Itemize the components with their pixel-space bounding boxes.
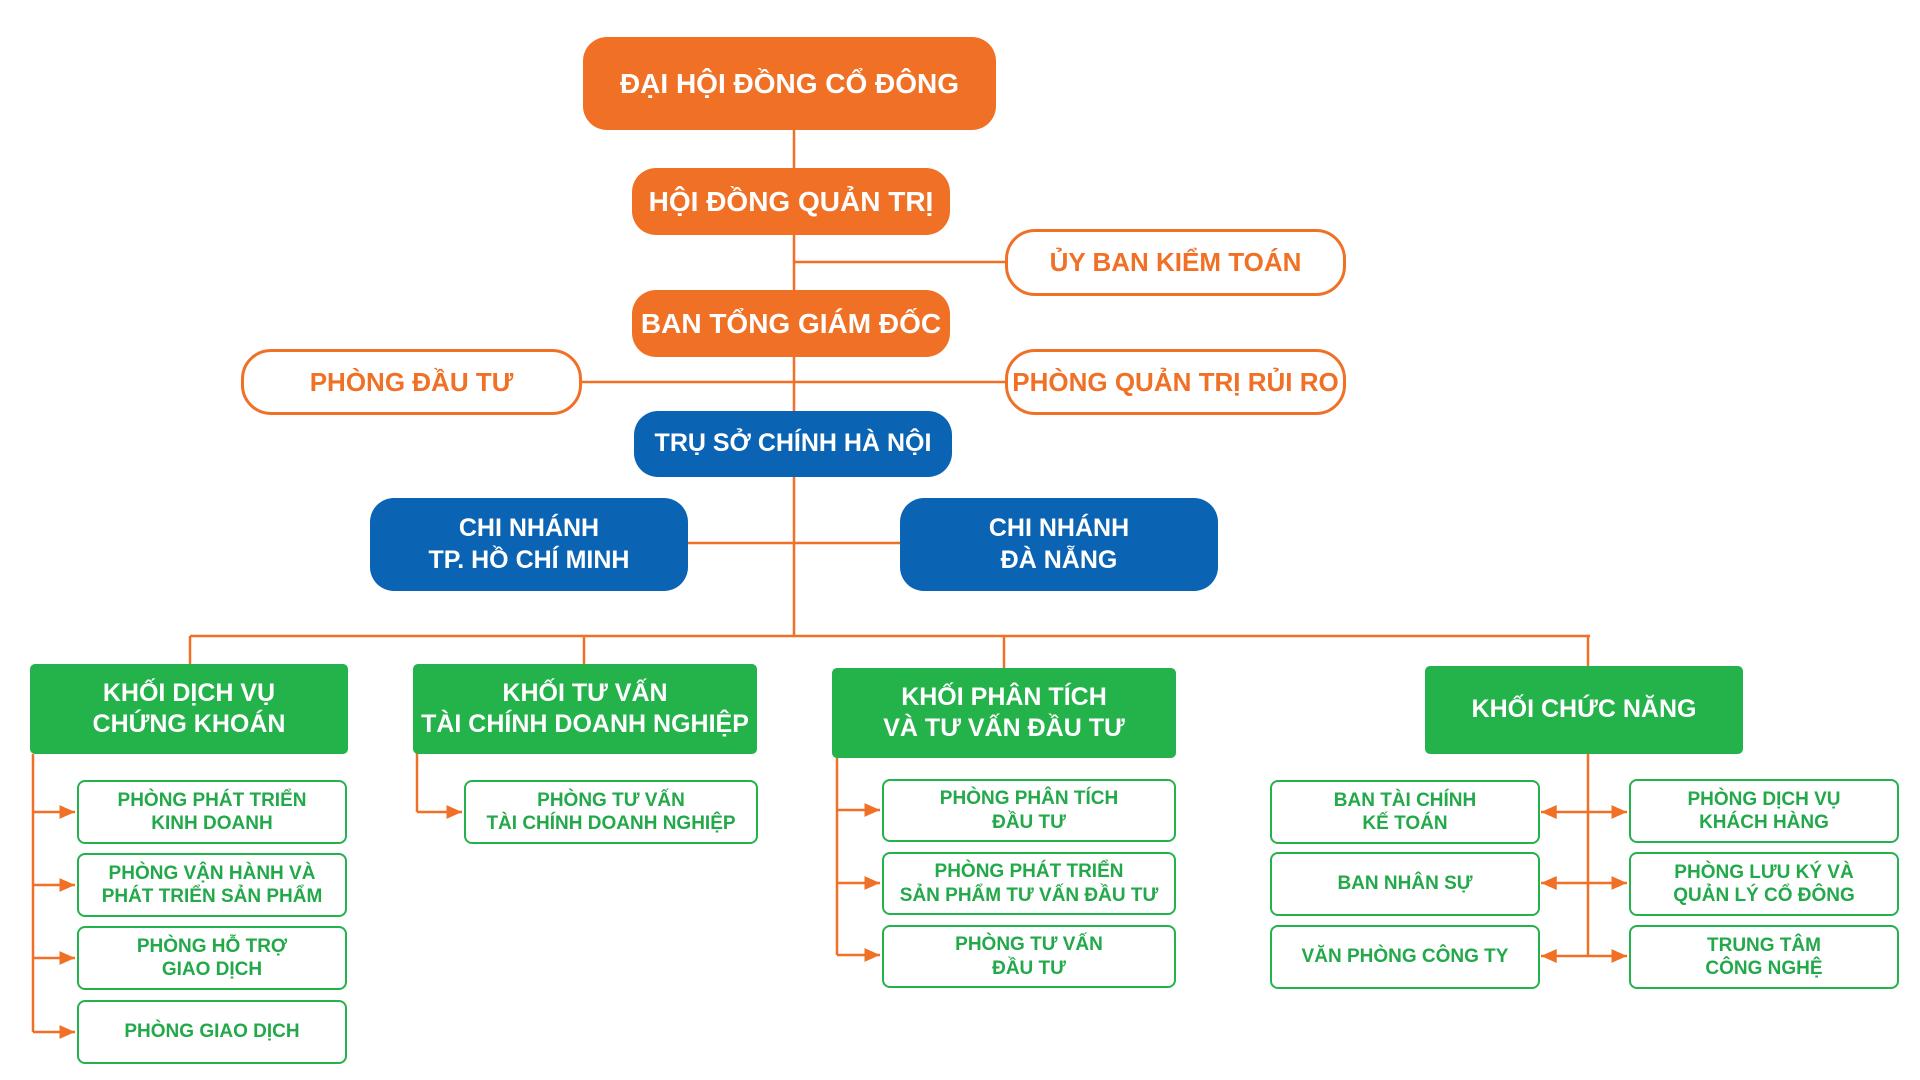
finance-accounting-board-label: BAN TÀI CHÍNH KẾ TOÁN — [1333, 789, 1477, 834]
advisory-product-dev-dept-box: PHÒNG PHÁT TRIỂN SẢN PHẨM TƯ VẤN ĐẦU TƯ — [882, 852, 1176, 915]
transaction-office-box: PHÒNG GIAO DỊCH — [77, 1000, 347, 1064]
hcm-branch-box: CHI NHÁNH TP. HỒ CHÍ MINH — [370, 498, 688, 591]
hcm-branch-label: CHI NHÁNH TP. HỒ CHÍ MINH — [428, 514, 630, 574]
technology-center-label: TRUNG TÂM CÔNG NGHỆ — [1705, 934, 1823, 979]
corporate-finance-advisory-block-box: KHỐI TƯ VẤN TÀI CHÍNH DOANH NGHIỆP — [413, 664, 757, 754]
customer-service-dept-label: PHÒNG DỊCH VỤ KHÁCH HÀNG — [1687, 788, 1841, 833]
investment-analysis-dept-label: PHÒNG PHÂN TÍCH ĐẦU TƯ — [939, 788, 1119, 833]
executive-board-label: BAN TỔNG GIÁM ĐỐC — [640, 308, 942, 339]
transaction-office-label: PHÒNG GIAO DỊCH — [124, 1021, 300, 1043]
investment-analysis-advisory-block-box: KHỐI PHÂN TÍCH VÀ TƯ VẤN ĐẦU TƯ — [832, 668, 1176, 758]
risk-management-department-box: PHÒNG QUẢN TRỊ RỦI RO — [1005, 349, 1346, 415]
advisory-product-dev-dept-label: PHÒNG PHÁT TRIỂN SẢN PHẨM TƯ VẤN ĐẦU TƯ — [899, 861, 1159, 906]
custody-shareholder-dept-label: PHÒNG LƯU KÝ VÀ QUẢN LÝ CỔ ĐÔNG — [1673, 861, 1855, 906]
investment-advisory-dept-label: PHÒNG TƯ VẤN ĐẦU TƯ — [955, 934, 1103, 979]
functional-block-label: KHỐI CHỨC NĂNG — [1471, 695, 1697, 724]
company-office-label: VĂN PHÒNG CÔNG TY — [1301, 946, 1509, 968]
business-development-dept-box: PHÒNG PHÁT TRIỂN KINH DOANH — [77, 780, 347, 844]
audit-committee-label: ỦY BAN KIỂM TOÁN — [1049, 247, 1302, 278]
finance-accounting-board-box: BAN TÀI CHÍNH KẾ TOÁN — [1270, 780, 1540, 844]
human-resources-board-box: BAN NHÂN SỰ — [1270, 852, 1540, 916]
business-development-dept-label: PHÒNG PHÁT TRIỂN KINH DOANH — [117, 789, 307, 834]
danang-branch-label: CHI NHÁNH ĐÀ NẴNG — [988, 514, 1130, 574]
securities-services-block-box: KHỐI DỊCH VỤ CHỨNG KHOÁN — [30, 664, 348, 754]
customer-service-dept-box: PHÒNG DỊCH VỤ KHÁCH HÀNG — [1629, 779, 1899, 843]
technology-center-box: TRUNG TÂM CÔNG NGHỆ — [1629, 925, 1899, 989]
trading-support-dept-label: PHÒNG HỖ TRỢ GIAO DỊCH — [136, 935, 288, 980]
investment-department-box: PHÒNG ĐẦU TƯ — [241, 349, 582, 415]
company-office-box: VĂN PHÒNG CÔNG TY — [1270, 925, 1540, 989]
head-office-box: TRỤ SỞ CHÍNH HÀ NỘI — [634, 411, 952, 477]
head-office-label: TRỤ SỞ CHÍNH HÀ NỘI — [654, 429, 932, 458]
audit-committee-box: ỦY BAN KIỂM TOÁN — [1005, 229, 1346, 296]
shareholders-meeting-box: ĐẠI HỘI ĐỒNG CỔ ĐÔNG — [583, 37, 996, 130]
operations-product-dev-dept-label: PHÒNG VẬN HÀNH VÀ PHÁT TRIỂN SẢN PHẨM — [101, 862, 323, 907]
operations-product-dev-dept-box: PHÒNG VẬN HÀNH VÀ PHÁT TRIỂN SẢN PHẨM — [77, 853, 347, 917]
board-of-directors-box: HỘI ĐỒNG QUẢN TRỊ — [632, 168, 950, 235]
investment-department-label: PHÒNG ĐẦU TƯ — [309, 366, 514, 397]
corporate-finance-advisory-block-label: KHỐI TƯ VẤN TÀI CHÍNH DOANH NGHIỆP — [421, 678, 749, 738]
corporate-finance-advisory-dept-label: PHÒNG TƯ VẤN TÀI CHÍNH DOANH NGHIỆP — [486, 789, 736, 834]
investment-analysis-advisory-block-label: KHỐI PHÂN TÍCH VÀ TƯ VẤN ĐẦU TƯ — [883, 682, 1125, 742]
custody-shareholder-dept-box: PHÒNG LƯU KÝ VÀ QUẢN LÝ CỔ ĐÔNG — [1629, 852, 1899, 916]
investment-advisory-dept-box: PHÒNG TƯ VẤN ĐẦU TƯ — [882, 925, 1176, 988]
board-of-directors-label: HỘI ĐỒNG QUẢN TRỊ — [648, 186, 934, 217]
functional-block-box: KHỐI CHỨC NĂNG — [1425, 666, 1743, 754]
risk-management-department-label: PHÒNG QUẢN TRỊ RỦI RO — [1012, 366, 1339, 397]
human-resources-board-label: BAN NHÂN SỰ — [1337, 873, 1473, 895]
shareholders-meeting-label: ĐẠI HỘI ĐỒNG CỔ ĐÔNG — [619, 68, 960, 99]
executive-board-box: BAN TỔNG GIÁM ĐỐC — [632, 290, 950, 357]
danang-branch-box: CHI NHÁNH ĐÀ NẴNG — [900, 498, 1218, 591]
investment-analysis-dept-box: PHÒNG PHÂN TÍCH ĐẦU TƯ — [882, 779, 1176, 842]
securities-services-block-label: KHỐI DỊCH VỤ CHỨNG KHOÁN — [92, 678, 286, 738]
corporate-finance-advisory-dept-box: PHÒNG TƯ VẤN TÀI CHÍNH DOANH NGHIỆP — [464, 780, 758, 844]
trading-support-dept-box: PHÒNG HỖ TRỢ GIAO DỊCH — [77, 926, 347, 990]
